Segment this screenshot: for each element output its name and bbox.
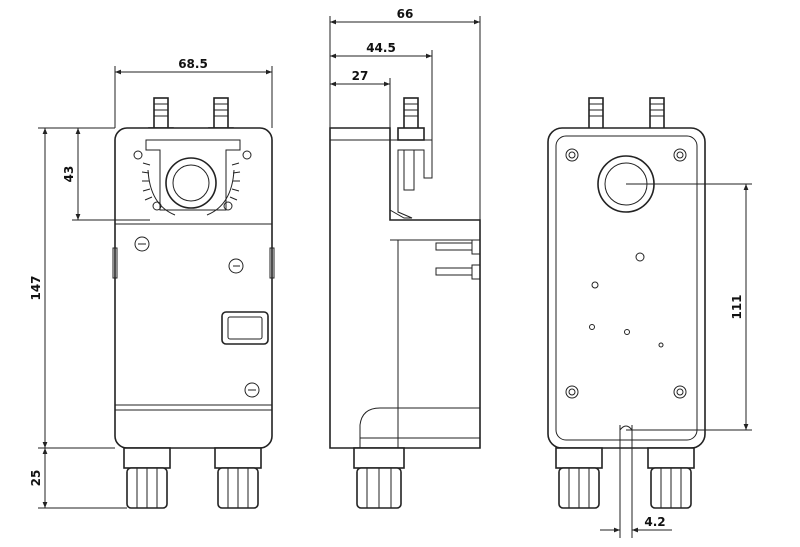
dim-front-width: 68.5	[114, 57, 273, 128]
dim-side-small-label: 27	[352, 69, 369, 83]
side-housing	[329, 127, 481, 449]
side-view: 66 44.5 27	[329, 7, 481, 509]
dim-front-gland-label: 25	[29, 470, 43, 487]
front-window	[221, 311, 269, 345]
dim-back-vertical-label: 111	[730, 294, 744, 319]
dim-back-vertical: 111	[626, 183, 752, 431]
front-clamp	[133, 139, 252, 216]
back-housing	[547, 127, 706, 449]
back-studs	[588, 97, 665, 131]
dim-side-total: 66	[329, 7, 481, 220]
dim-side-mid-label: 44.5	[366, 41, 396, 55]
side-stud	[389, 97, 433, 219]
dim-side-small: 27	[330, 69, 391, 128]
front-housing	[114, 127, 273, 449]
dim-front-height-label: 147	[29, 275, 43, 300]
back-mount-holes	[565, 148, 687, 399]
front-screw-bottom	[244, 382, 260, 398]
side-connectors	[435, 239, 481, 280]
dim-side-total-label: 66	[397, 7, 414, 21]
dim-side-mid: 44.5	[330, 41, 433, 140]
back-view: 111 4.2	[547, 97, 752, 538]
front-key-symbol	[228, 258, 244, 274]
dim-back-offset-label: 4.2	[644, 515, 665, 529]
side-cable-gland	[353, 447, 405, 509]
front-cable-glands	[123, 447, 262, 509]
dim-back-offset: 4.2	[600, 425, 672, 538]
dim-front-width-label: 68.5	[178, 57, 208, 71]
dim-front-gland: 25	[29, 448, 127, 509]
front-view: 68.5 147 43 25	[29, 57, 275, 509]
dim-front-top-label: 43	[62, 166, 76, 183]
back-cable-glands	[555, 447, 695, 509]
dim-front-top: 43	[62, 127, 150, 221]
front-screw-top	[134, 236, 150, 252]
